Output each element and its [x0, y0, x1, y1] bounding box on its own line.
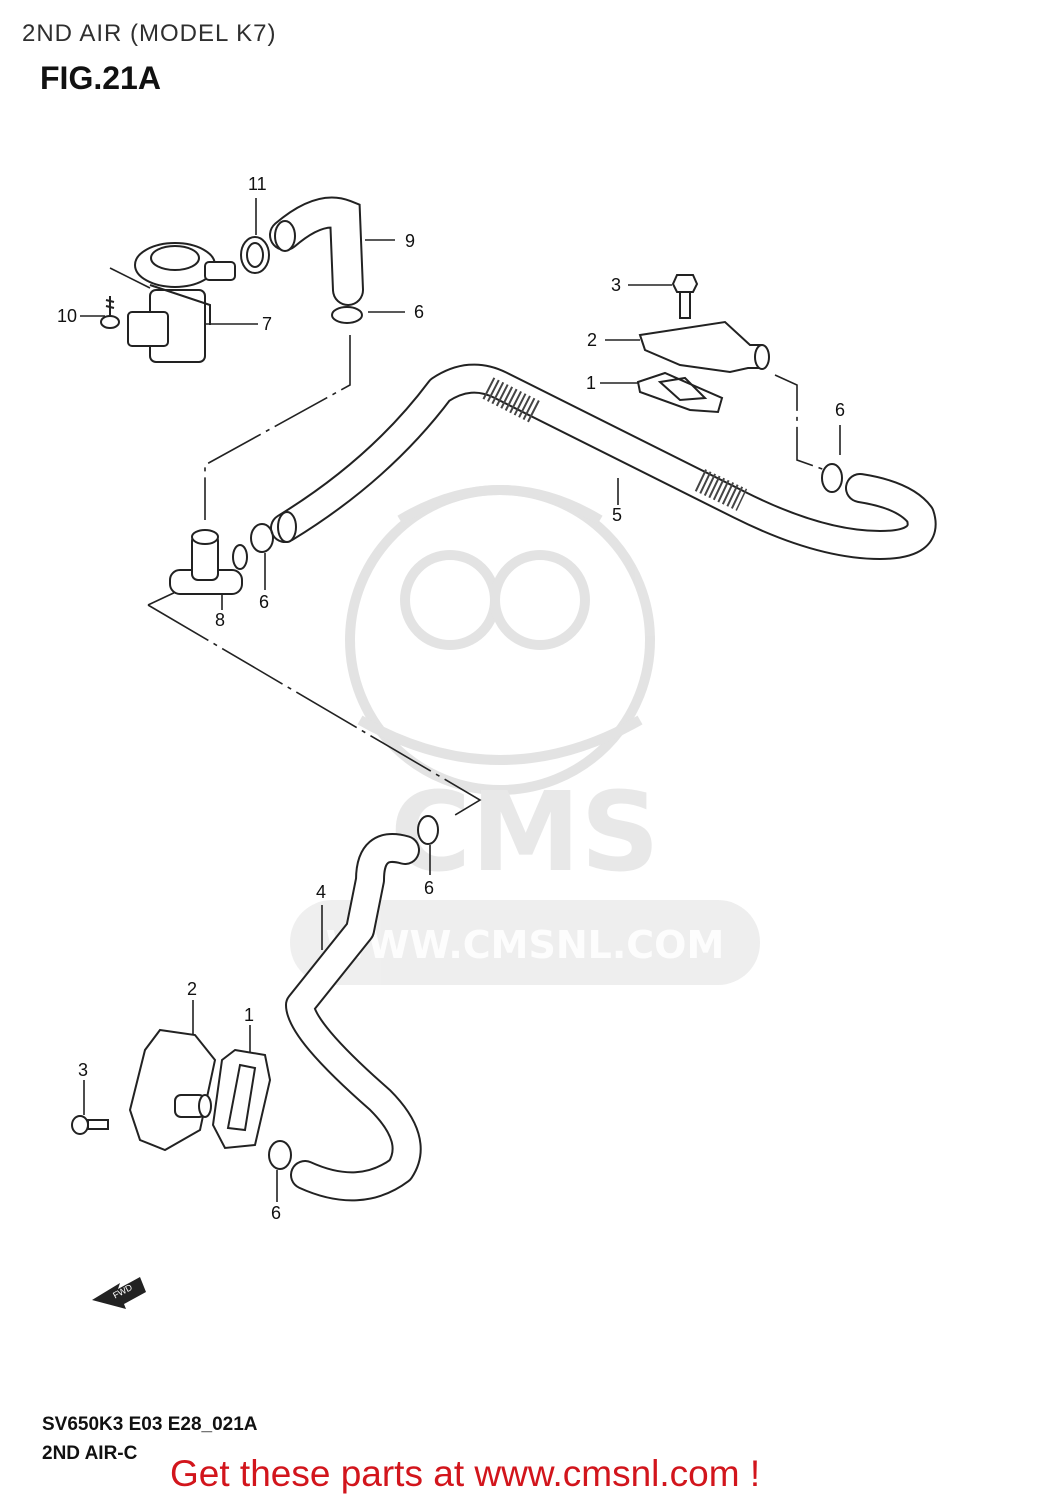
t-joint-8 [169, 529, 248, 595]
callout-1: 1 [586, 373, 596, 393]
callout-7: 7 [262, 314, 272, 334]
reed-cover-2-upper [638, 320, 770, 374]
callout-11: 11 [248, 174, 267, 194]
callout-3: 3 [611, 275, 621, 295]
callout-3: 3 [78, 1060, 88, 1080]
callout-6: 6 [271, 1203, 281, 1223]
cms-watermark: CMS [290, 485, 760, 985]
callout-2: 2 [187, 979, 197, 999]
callout-1: 1 [244, 1005, 254, 1025]
leader-lines [80, 198, 841, 1202]
svg-text:CMS: CMS [390, 768, 659, 896]
clips-6 [250, 306, 843, 1170]
callout-9: 9 [405, 231, 415, 251]
hose-5 [270, 363, 937, 560]
shop-link-text[interactable]: Get these parts at www.cmsnl.com ! [170, 1453, 761, 1494]
reed-cover-2-lower [128, 1028, 217, 1152]
bolt-3-lower [71, 1115, 109, 1135]
clamp-11 [240, 236, 270, 274]
watermark-url: WWW.CMSNL.COM [326, 923, 725, 967]
gasket-1-lower [211, 1048, 272, 1150]
fwd-arrow-icon: FWD [92, 1277, 146, 1309]
valve-7 [127, 242, 236, 363]
callout-4: 4 [316, 882, 326, 902]
diagram-section: 2ND AIR-C [42, 1443, 138, 1464]
hose-9 [269, 196, 364, 306]
hose-4 [285, 833, 422, 1202]
callout-6: 6 [259, 592, 269, 612]
callout-2: 2 [587, 330, 597, 350]
callouts: 11 9 6 7 10 3 2 1 6 5 6 8 6 4 2 1 3 6 [57, 174, 845, 1223]
callout-6: 6 [424, 878, 434, 898]
callout-5: 5 [612, 505, 622, 525]
bolt-3-upper [671, 274, 699, 319]
callout-8: 8 [215, 610, 225, 630]
callout-6: 6 [835, 400, 845, 420]
figure-title: FIG.21A [40, 60, 161, 96]
screw-10 [100, 296, 120, 329]
callout-6: 6 [414, 302, 424, 322]
callout-10: 10 [57, 306, 77, 326]
diagram-code: SV650K3 E03 E28_021A [42, 1414, 258, 1435]
diagram-subtitle: 2ND AIR (MODEL K7) [22, 20, 277, 47]
gasket-1-upper [636, 371, 724, 414]
